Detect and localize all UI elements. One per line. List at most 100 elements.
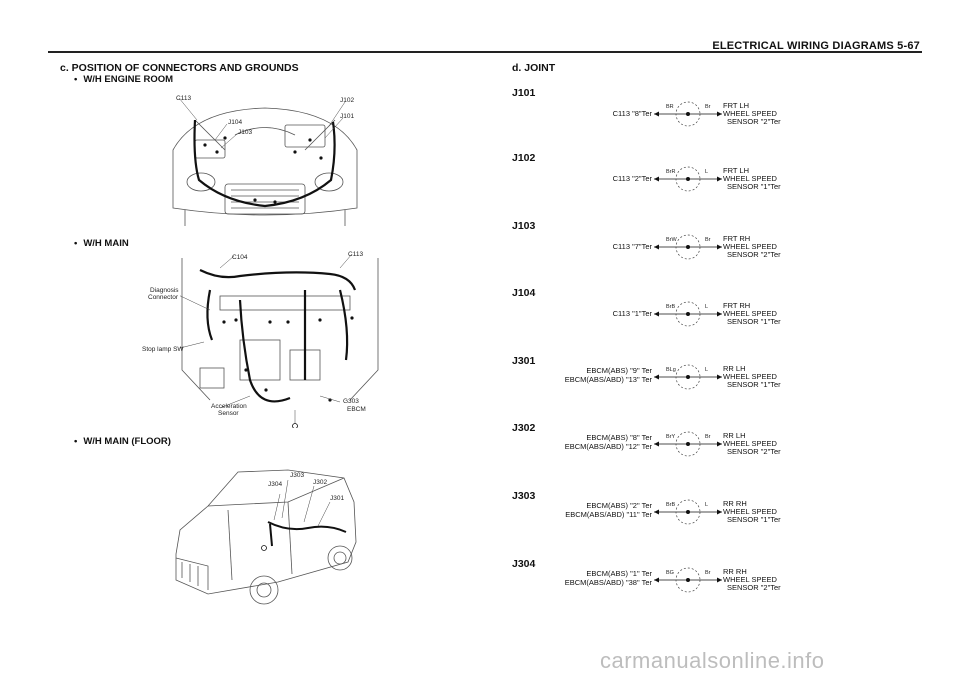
arrow-right-icon bbox=[717, 441, 722, 447]
left-terminal-label: EBCM(ABS) "2" Ter bbox=[586, 501, 652, 510]
section-title-joint: d. JOINT bbox=[512, 62, 556, 74]
right-destination-label: WHEEL SPEED bbox=[723, 242, 777, 251]
main-harness-illustration bbox=[180, 253, 379, 428]
right-destination-label: WHEEL SPEED bbox=[723, 309, 777, 318]
section-title-connectors: c. POSITION OF CONNECTORS AND GROUNDS bbox=[60, 62, 299, 74]
wire-color-left: BLg bbox=[666, 367, 676, 373]
right-destination-label: WHEEL SPEED bbox=[723, 174, 777, 183]
arrow-left-icon bbox=[654, 111, 659, 117]
wire-color-left: BR bbox=[666, 104, 674, 110]
callout-diagnosis: Diagnosis bbox=[150, 287, 179, 294]
splice-dot bbox=[686, 578, 690, 582]
wire-color-right: L bbox=[705, 304, 709, 310]
joint-left-terminals: C113 "7"Ter bbox=[613, 242, 652, 252]
right-destination-label: SENSOR "2"Ter bbox=[727, 250, 781, 259]
right-destination-label: SENSOR "2"Ter bbox=[727, 447, 781, 456]
wire-color-left: BG bbox=[666, 570, 674, 576]
joint-left-terminals: C113 "2"Ter bbox=[613, 174, 652, 184]
joint-id: J101 bbox=[512, 87, 536, 99]
wire-color-right: L bbox=[705, 502, 709, 508]
joint-id: J104 bbox=[512, 287, 536, 299]
right-destination-label: SENSOR "2"Ter bbox=[727, 117, 781, 126]
left-terminal-label: EBCM(ABS/ABD) "38" Ter bbox=[564, 577, 652, 587]
callout-j302: J302 bbox=[313, 479, 328, 486]
joint-id: J102 bbox=[512, 152, 536, 164]
splice-outline bbox=[675, 101, 701, 127]
arrow-left-icon bbox=[654, 374, 659, 380]
right-destination-label: RR RH bbox=[723, 567, 747, 576]
right-destination-label: FRT LH bbox=[723, 101, 749, 110]
arrow-right-icon bbox=[717, 577, 722, 583]
joint-id: J301 bbox=[512, 355, 536, 367]
arrow-left-icon bbox=[654, 244, 659, 250]
splice-dot bbox=[686, 112, 690, 116]
arrow-left-icon bbox=[654, 441, 659, 447]
arrow-right-icon bbox=[717, 374, 722, 380]
callout-j101: J101 bbox=[340, 113, 355, 120]
wire-color-right: Br bbox=[705, 570, 711, 576]
arrow-right-icon bbox=[717, 311, 722, 317]
right-destination-label: SENSOR "1"Ter bbox=[727, 317, 781, 326]
callout-j103: J103 bbox=[238, 129, 253, 136]
left-terminal-label: C113 "1"Ter bbox=[612, 309, 652, 318]
right-destination-label: WHEEL SPEED bbox=[723, 575, 777, 584]
right-destination-label: RR LH bbox=[723, 364, 746, 373]
arrow-right-icon bbox=[717, 111, 722, 117]
joint-left-terminals: C113 "1"Ter bbox=[612, 309, 652, 319]
arrow-right-icon bbox=[717, 509, 722, 515]
wire-color-right: Br bbox=[705, 237, 711, 243]
engine-room-illustration bbox=[172, 97, 358, 226]
arrow-right-icon bbox=[717, 176, 722, 182]
splice-dot bbox=[686, 375, 690, 379]
wire-color-left: BrY bbox=[666, 434, 676, 440]
joint-splice-diagram bbox=[654, 101, 722, 127]
floor-harness-illustration bbox=[175, 469, 357, 605]
left-terminal-label: EBCM(ABS) "8" Ter bbox=[586, 433, 652, 442]
splice-outline bbox=[675, 301, 701, 327]
splice-outline bbox=[675, 499, 701, 525]
splice-dot bbox=[686, 312, 690, 316]
callout-connector: Connector bbox=[148, 294, 178, 301]
splice-dot bbox=[686, 442, 690, 446]
callout-j102: J102 bbox=[340, 97, 355, 104]
right-destination-label: SENSOR "1"Ter bbox=[727, 182, 781, 191]
splice-outline bbox=[675, 234, 701, 260]
wire-color-left: BrR bbox=[666, 169, 676, 175]
splice-dot bbox=[686, 177, 690, 181]
right-destination-label: RR RH bbox=[723, 499, 747, 508]
callout-g303: G303 bbox=[343, 398, 359, 405]
left-terminal-label: EBCM(ABS/ABD) "13" Ter bbox=[564, 374, 652, 384]
splice-outline bbox=[675, 431, 701, 457]
joint-splice-diagram bbox=[654, 567, 722, 593]
joint-splice-diagram bbox=[654, 364, 722, 390]
callout-c113: C113 bbox=[176, 95, 192, 102]
right-destination-label: SENSOR "1"Ter bbox=[727, 380, 781, 389]
right-destination-label: RR LH bbox=[723, 431, 746, 440]
callout-ebcm: EBCM bbox=[347, 406, 366, 413]
right-destination-label: SENSOR "1"Ter bbox=[727, 515, 781, 524]
joint-splice-diagram bbox=[654, 301, 722, 327]
right-destination-label: FRT RH bbox=[723, 234, 751, 243]
right-destination-label: WHEEL SPEED bbox=[723, 507, 777, 516]
arrow-left-icon bbox=[654, 311, 659, 317]
right-destination-label: WHEEL SPEED bbox=[723, 439, 777, 448]
left-terminal-label: EBCM(ABS) "1" Ter bbox=[586, 569, 652, 578]
joint-left-terminals: C113 "8"Ter bbox=[613, 109, 652, 119]
item-label-main-floor: W/H MAIN (FLOOR) bbox=[74, 436, 171, 447]
left-terminal-label: EBCM(ABS/ABD) "12" Ter bbox=[564, 441, 652, 451]
joint-splice-diagram bbox=[654, 431, 722, 457]
splice-outline bbox=[675, 567, 701, 593]
wire-color-left: BrW bbox=[666, 237, 677, 243]
wire-color-right: Br bbox=[705, 104, 711, 110]
right-destination-label: FRT RH bbox=[723, 301, 751, 310]
splice-outline bbox=[675, 166, 701, 192]
watermark: carmanualsonline.info bbox=[600, 648, 825, 673]
joint-id: J304 bbox=[512, 558, 536, 570]
joint-id: J103 bbox=[512, 220, 536, 232]
